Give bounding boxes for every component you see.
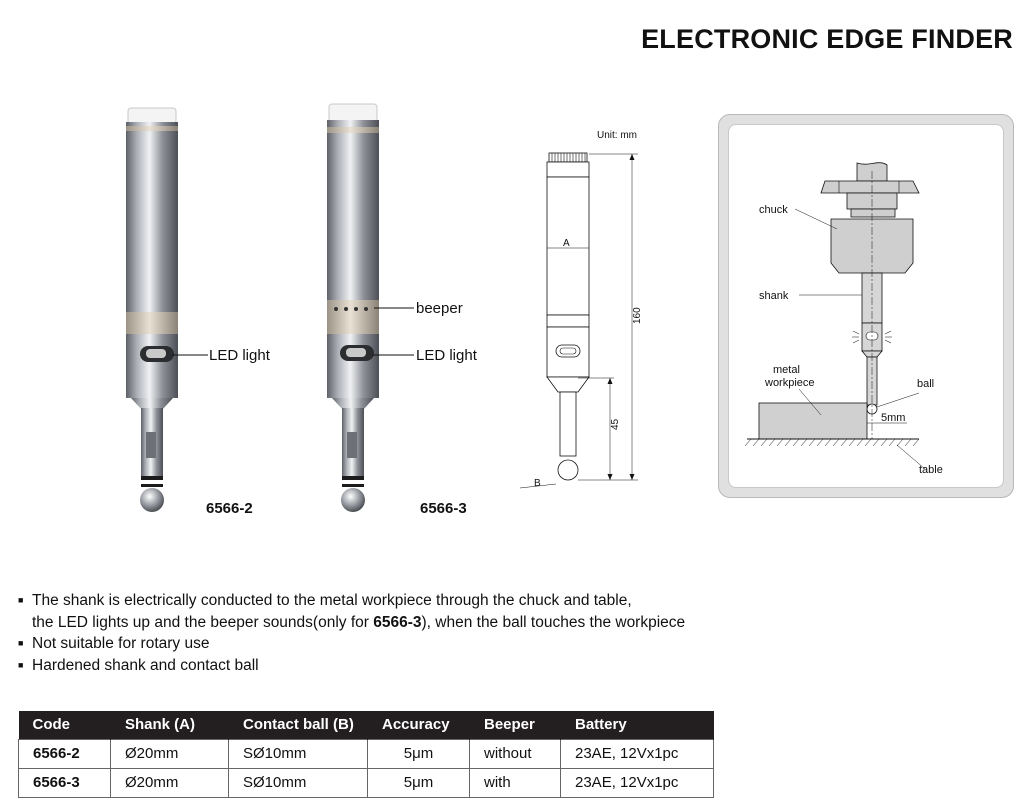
feature-item: ■ The shank is electrically conducted to… (18, 590, 685, 633)
feature-text-part: the LED lights up and the beeper sounds(… (32, 613, 374, 631)
dim-length-tip: 45 (610, 418, 621, 430)
header-shank: Shank (A) (110, 711, 229, 739)
label-table: table (919, 464, 943, 476)
page-title: ELECTRONIC EDGE FINDER (641, 24, 1013, 54)
feature-text-part: ), when the ball touches the workpiece (421, 613, 686, 631)
label-ball: ball (917, 378, 934, 390)
usage-diagram-frame: chuck shank metal workpiece ball 5mm tab… (718, 114, 1014, 498)
feature-text: Not suitable for rotary use (32, 635, 210, 652)
bullet-icon: ■ (18, 638, 24, 648)
cell-battery: 23AE, 12Vx1pc (560, 738, 714, 769)
feature-list: ■ The shank is electrically conducted to… (18, 590, 685, 676)
table-row: 6566-3 Ø20mm SØ10mm 5μm with 23AE, 12Vx1… (18, 767, 714, 798)
feature-text: The shank is electrically conducted to t… (32, 592, 632, 609)
bullet-icon: ■ (18, 595, 24, 605)
bullet-icon: ■ (18, 659, 24, 670)
label-shank: shank (759, 290, 789, 302)
cell-code: 6566-2 (18, 738, 111, 769)
cell-contact-ball: SØ10mm (228, 767, 368, 798)
feature-text-continued: the LED lights up and the beeper sounds(… (32, 612, 685, 634)
usage-diagram: chuck shank metal workpiece ball 5mm tab… (744, 162, 943, 476)
header-contact-ball: Contact ball (B) (228, 711, 368, 739)
model-label-6566-3: 6566-3 (420, 500, 467, 517)
dim-label-a: A (563, 238, 570, 249)
label-workpiece-line2: workpiece (764, 377, 815, 389)
table-row: 6566-2 Ø20mm SØ10mm 5μm without 23AE, 12… (18, 738, 714, 769)
cell-contact-ball: SØ10mm (228, 738, 368, 769)
edge-finder-6566-2 (126, 107, 178, 512)
cell-beeper: with (469, 767, 561, 798)
dimension-drawing: Unit: mm A 160 45 B (520, 130, 643, 489)
led-light-label-left: LED light (209, 347, 271, 364)
header-accuracy: Accuracy (367, 711, 470, 739)
cell-accuracy: 5μm (367, 767, 470, 798)
table-header-row: Code Shank (A) Contact ball (B) Accuracy… (18, 711, 714, 739)
label-offset: 5mm (881, 412, 905, 424)
beeper-label: beeper (416, 300, 463, 317)
feature-text-model: 6566-3 (373, 613, 422, 631)
spec-table: Code Shank (A) Contact ball (B) Accuracy… (18, 711, 714, 798)
cell-shank: Ø20mm (110, 738, 229, 769)
dim-label-b: B (534, 478, 541, 489)
model-label-6566-2: 6566-2 (206, 500, 253, 517)
cell-accuracy: 5μm (367, 738, 470, 769)
header-beeper: Beeper (469, 711, 561, 739)
cell-shank: Ø20mm (110, 767, 229, 798)
feature-text: Hardened shank and contact ball (32, 656, 259, 674)
usage-diagram-panel: chuck shank metal workpiece ball 5mm tab… (728, 124, 1004, 488)
label-chuck: chuck (759, 204, 788, 216)
feature-item: ■ Hardened shank and contact ball (18, 655, 685, 677)
unit-label: Unit: mm (597, 130, 637, 141)
product-illustrations: LED light beeper LED light 6566-2 6566-3 (126, 103, 478, 517)
cell-code: 6566-3 (18, 767, 111, 798)
feature-item: ■ Not suitable for rotary use (18, 633, 685, 655)
header-code: Code (18, 711, 111, 739)
header-battery: Battery (560, 711, 714, 739)
cell-battery: 23AE, 12Vx1pc (560, 767, 714, 798)
led-light-label-right: LED light (416, 347, 478, 364)
cell-beeper: without (469, 738, 561, 769)
dim-length-total: 160 (632, 307, 643, 324)
edge-finder-6566-3 (327, 103, 379, 512)
label-workpiece-line1: metal (773, 364, 800, 376)
